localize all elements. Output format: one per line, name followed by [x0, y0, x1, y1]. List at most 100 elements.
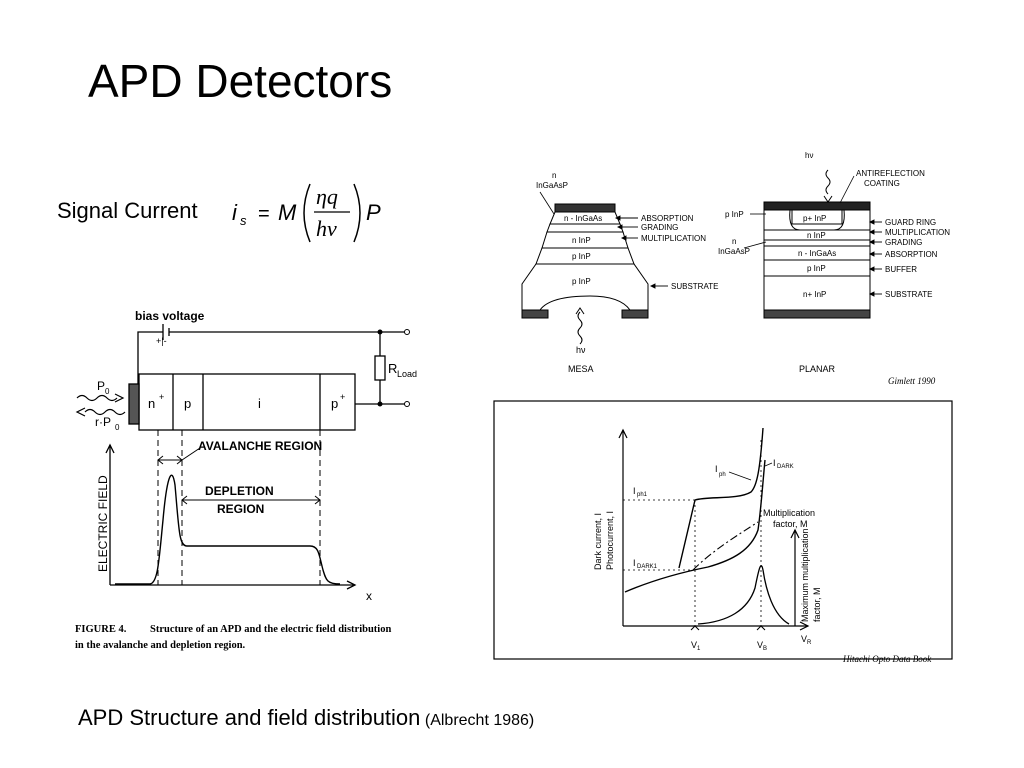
svg-text:B: B — [763, 646, 767, 652]
bias-circuit — [137, 324, 405, 405]
svg-text:DARK: DARK — [777, 464, 794, 470]
planar-ann-buffer: BUFFER — [885, 265, 917, 274]
layer-p-plus: p — [331, 396, 338, 411]
dark-current-curve — [624, 459, 766, 593]
planar-hv: hν — [805, 151, 813, 160]
formula-gain: M — [278, 200, 297, 225]
v1-label: V — [691, 640, 697, 650]
mesa-ann-substrate: SUBSTRATE — [671, 282, 718, 291]
svg-text:1: 1 — [697, 646, 701, 652]
mesa-light-wave — [577, 311, 583, 345]
svg-text:ph1: ph1 — [637, 492, 648, 498]
planar-pinp-label: p InP — [725, 210, 744, 219]
planar-ann-grading: GRADING — [885, 238, 922, 247]
load-sub: Load — [397, 369, 417, 379]
figure-caption-line-1: Structure of an APD and the electric fie… — [150, 624, 391, 635]
mesa-top-n: n — [552, 171, 556, 180]
planar-ingaasp-label: InGaAsP — [718, 247, 750, 256]
formula-denominator: hν — [316, 216, 337, 241]
svg-text:0: 0 — [105, 387, 110, 396]
figure-number: FIGURE 4. — [75, 624, 127, 635]
vr-label: V — [801, 634, 807, 644]
terminal-node — [404, 329, 410, 335]
signal-current-label: Signal Current — [57, 198, 198, 223]
max-multiplication-curve — [697, 565, 790, 625]
planar-layer-2: n InP — [807, 231, 826, 240]
mesa-layer-1: n - InGaAs — [564, 214, 602, 223]
idark-label: I — [773, 458, 776, 468]
curve-figure-frame — [493, 400, 953, 660]
formula-power: P — [366, 200, 381, 225]
planar-structure — [763, 201, 871, 319]
mesa-planar-figure: n InGaAsP n - InGaAs n InP p InP p InP A… — [521, 151, 950, 386]
apd-current-curve-figure: Dark current, I Photocurrent, I Maximum … — [493, 400, 953, 664]
reflected-light-wave — [84, 408, 126, 416]
svg-text:+: + — [159, 392, 164, 402]
planar-antirefl-1: ANTIREFLECTION — [856, 169, 925, 178]
incident-light-wave — [76, 394, 118, 402]
formula-right-paren — [353, 183, 361, 243]
terminal-node — [404, 401, 410, 407]
x-axis-label: x — [366, 589, 372, 603]
formula-numerator: ηq — [316, 184, 338, 209]
caption-main: APD Structure and field distribution — [78, 705, 421, 730]
y-right-label-1: Maximum multiplication — [800, 528, 810, 622]
slide-title: APD Detectors — [88, 55, 393, 107]
cross-section-credit: Gimlett 1990 — [888, 376, 936, 386]
mesa-layer-4: p InP — [572, 277, 591, 286]
planar-ann-multiplication: MULTIPLICATION — [885, 228, 950, 237]
circuit-node — [377, 401, 383, 407]
planar-ann-absorption: ABSORPTION — [885, 250, 938, 259]
y-left-label-1: Dark current, I — [593, 513, 603, 570]
iph1-label: I — [633, 486, 636, 496]
mesa-layer-3: p InP — [572, 252, 591, 261]
planar-layer-3: n - InGaAs — [798, 249, 836, 258]
planar-ann-substrate: SUBSTRATE — [885, 290, 932, 299]
load-label: R — [388, 361, 397, 376]
svg-text:0: 0 — [115, 423, 120, 432]
formula-equals: = — [258, 203, 270, 225]
layer-i: i — [258, 396, 261, 411]
signal-current-formula: i s = M ηq hν P — [232, 183, 381, 243]
slide-caption: APD Structure and field distribution (Al… — [78, 705, 534, 731]
svg-text:R: R — [807, 640, 812, 646]
region-guides — [157, 430, 321, 585]
svg-text:+: + — [340, 392, 345, 402]
planar-layer-4: p InP — [807, 264, 826, 273]
circuit-node — [377, 329, 383, 335]
planar-annotation-arrows — [868, 219, 882, 297]
bias-polarity: +|- — [156, 336, 167, 346]
planar-layer-5: n+ InP — [803, 290, 826, 299]
mesa-annotation-arrows — [614, 215, 668, 289]
figure-caption-line-2: in the avalanche and depletion region. — [75, 640, 246, 651]
curve-credit: Hitachi Opto Data Book — [842, 654, 932, 664]
mesa-ann-multiplication: MULTIPLICATION — [641, 234, 706, 243]
curve-axes — [618, 428, 810, 631]
formula-left-paren — [303, 183, 311, 243]
depletion-label-2: REGION — [217, 502, 264, 516]
avalanche-region-label: AVALANCHE REGION — [198, 439, 322, 453]
photocurrent-curve — [678, 427, 764, 569]
planar-light-wave — [825, 169, 831, 195]
formula-lhs: i — [232, 200, 238, 225]
mesa-hv: hν — [576, 345, 586, 355]
apd-structure-figure: bias voltage +|- R Load n + p i p + P 0 … — [75, 309, 417, 651]
planar-label: PLANAR — [799, 364, 836, 374]
y-axis-label: ELECTRIC FIELD — [96, 475, 110, 572]
iph-label: I — [715, 464, 718, 474]
field-axes — [105, 443, 357, 590]
mesa-layer-2: n InP — [572, 236, 591, 245]
depletion-label-1: DEPLETION — [205, 484, 274, 498]
mesa-structure — [521, 203, 649, 319]
electric-field-curve — [115, 474, 341, 585]
reflected-power-label: r·P — [95, 415, 111, 429]
formula-lhs-sub: s — [240, 213, 247, 228]
planar-n-label: n — [732, 237, 736, 246]
multiplication-label-1: Multiplication — [763, 508, 815, 518]
svg-text:ph: ph — [719, 472, 726, 478]
mesa-label: MESA — [568, 364, 594, 374]
apd-device — [128, 373, 356, 431]
mesa-ann-absorption: ABSORPTION — [641, 214, 694, 223]
bias-voltage-label: bias voltage — [135, 309, 205, 323]
multiplication-label-2: factor, M — [773, 519, 808, 529]
